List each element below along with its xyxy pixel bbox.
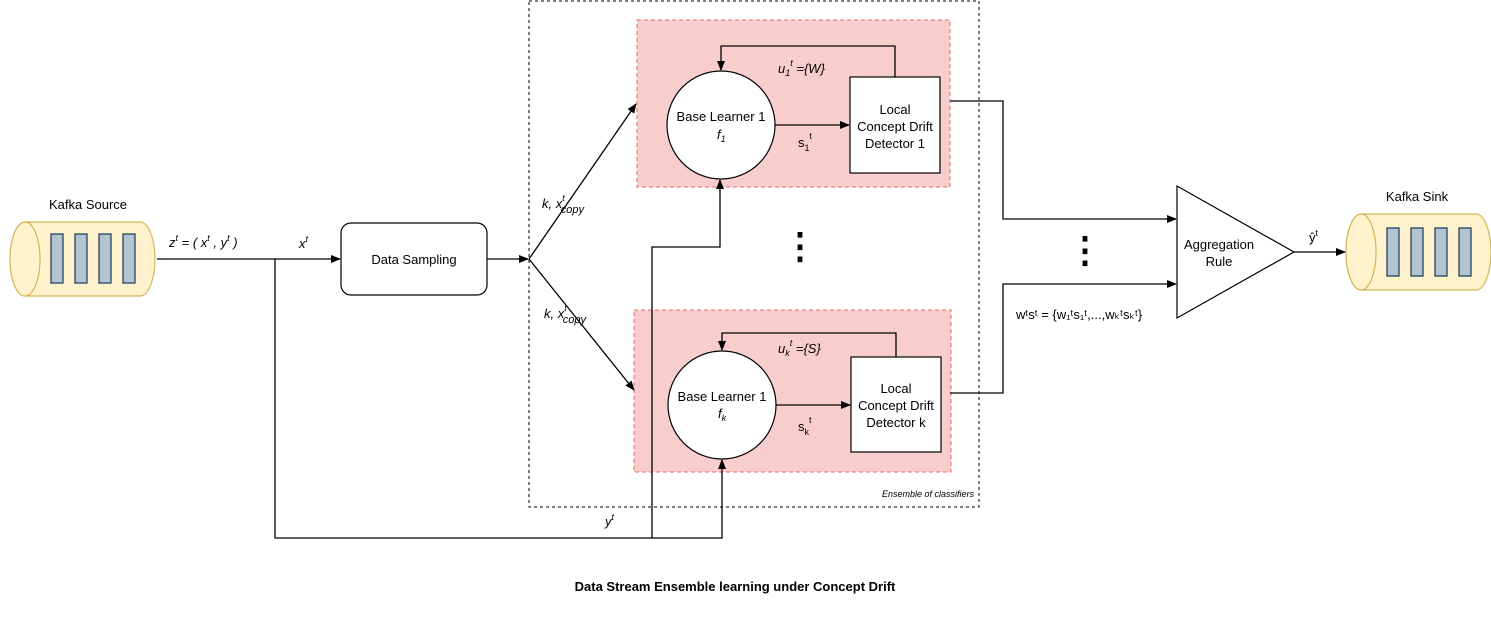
detector-k-line-2: Concept Drift [858,398,934,413]
diagram-caption: Data Stream Ensemble learning under Conc… [575,579,896,594]
kafka-source-label: Kafka Source [49,197,127,212]
s1-label: s1t [798,131,813,153]
yt-main-line [274,259,726,539]
detector-k-line-1: Local [880,381,911,396]
kafka-cylinder-icon [9,221,156,297]
detector-1-line-1: Local [879,102,910,117]
detector-k-box [850,356,942,453]
detector-1-line-3: Detector 1 [865,136,925,151]
base-learner-k-f: fk [718,406,727,423]
xt-label: xt [298,234,309,251]
ensemble-label: Ensemble of classifiers [882,489,975,499]
base-learner-k-label: Base Learner 1 [678,389,767,404]
aggregation-line-2: Rule [1206,254,1233,269]
u1-label: u1t ={W} [778,58,826,78]
yt-branch-to-learner-1 [651,179,724,538]
detector-k-to-aggregation-arrow [950,280,1177,394]
base-learner-k [667,350,777,460]
data-sampling-label: Data Sampling [371,252,456,267]
split-to-learner-k-arrow [528,258,635,391]
aggregation-line-1: Aggregation [1184,237,1254,252]
base-learner-1-label: Base Learner 1 [677,109,766,124]
kafka-source: Kafka Source [9,197,156,297]
yhat-label: ŷt [1309,228,1319,245]
detector-k-line-3: Detector k [866,415,926,430]
yt-label: yt [604,512,615,529]
kafka-sink-label: Kafka Sink [1386,189,1449,204]
ws-label: wᵗsᵗ = {w₁ᵗs₁ᵗ,...,wₖᵗsₖᵗ} [1015,307,1143,322]
input-z-label: zt = ( xt , yt ) [168,233,238,250]
sk-label: skt [798,415,812,437]
ellipsis-outputs: ⋮ [1067,229,1103,270]
base-learner-1-f: f1 [717,127,726,144]
base-learner-1 [666,70,776,180]
detector-1-feedback-arrow [717,45,896,77]
uk-label: ukt ={S} [778,338,821,358]
aggregation-rule [1176,184,1296,320]
ellipsis-learners: ⋮ [782,225,818,266]
split-to-learner-1-arrow [528,103,637,260]
ensemble-boundary [528,0,980,508]
detector-k-feedback-arrow [718,332,897,357]
kafka-sink: Kafka Sink [1345,189,1491,291]
detector-1-line-2: Concept Drift [857,119,933,134]
kafka-cylinder-icon [1345,213,1491,291]
detector-1-to-aggregation-arrow [950,100,1177,223]
